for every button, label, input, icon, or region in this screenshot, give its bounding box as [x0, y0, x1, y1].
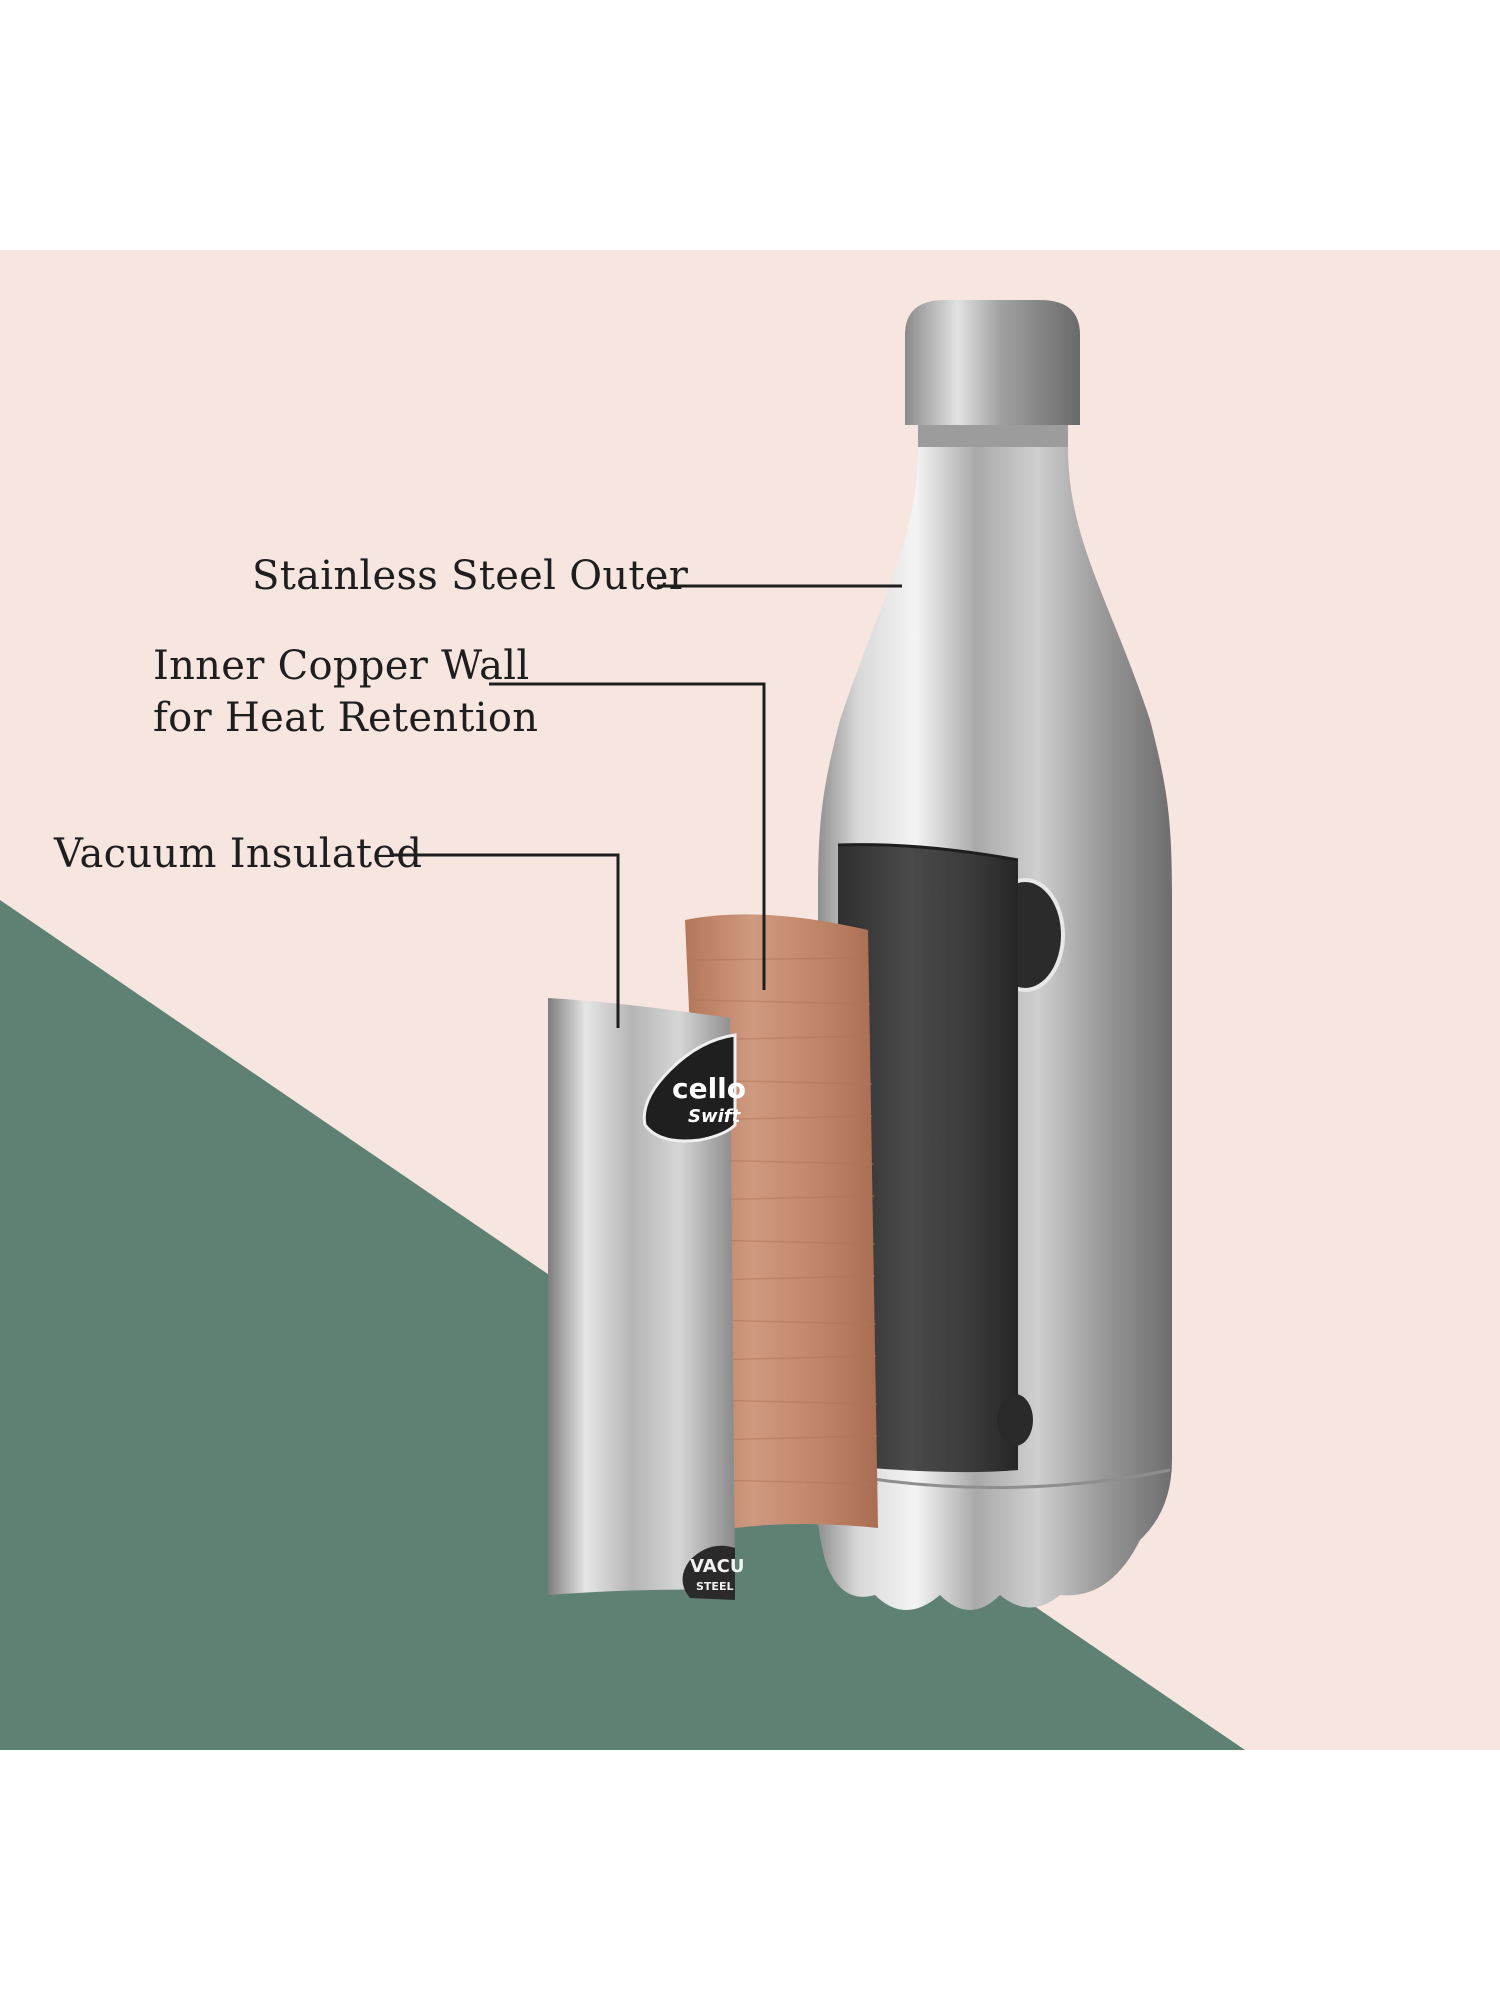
callout-line-copper: [489, 682, 766, 990]
callout-heat-retention: for Heat Retention: [153, 695, 539, 741]
vacu-badge-top: VACU: [690, 1556, 744, 1577]
bottle-lower-badge: [997, 1394, 1033, 1446]
steel-sheet-logo-brand: cello: [672, 1072, 746, 1105]
steel-sheet-logo: cello Swift: [642, 1033, 746, 1143]
bottle-neck-ring: [918, 425, 1068, 447]
callout-line-vacuum: [390, 853, 620, 1028]
cutaway-dark-edge: [837, 843, 1019, 862]
callout-stainless-steel-outer: Stainless Steel Outer: [252, 553, 689, 599]
steel-sheet-logo-model: Swift: [688, 1106, 742, 1127]
bottle-cap: [905, 300, 1080, 425]
vacuum-steel-sheet: [548, 998, 735, 1595]
cutaway-dark-layer: [838, 844, 1018, 1473]
bottle: [816, 300, 1172, 1610]
vacu-steel-badge: VACU STEEL: [682, 1545, 744, 1600]
callout-vacuum-insulated: Vacuum Insulated: [54, 831, 423, 877]
vacu-badge-bottom: STEEL: [696, 1580, 733, 1593]
callout-lines: [390, 584, 902, 1028]
callout-inner-copper-wall: Inner Copper Wall: [153, 643, 530, 689]
